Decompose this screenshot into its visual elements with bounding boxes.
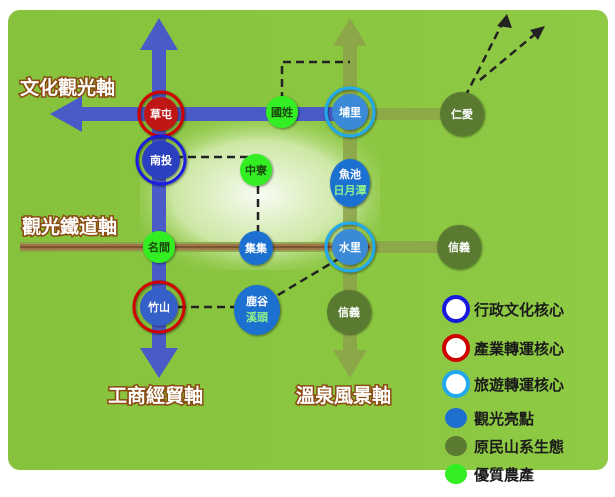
node-lugu: 鹿谷 溪頭 — [234, 285, 280, 335]
node-zhuoshan: 竹山 — [132, 280, 186, 334]
node-ren-ai-label: 仁愛 — [451, 107, 473, 121]
node-nantou-label: 南投 — [150, 153, 172, 167]
node-yuchi-label: 魚池 — [339, 167, 361, 181]
node-jiji: 集集 — [239, 231, 273, 265]
node-xinyi-south: 信義 — [327, 290, 371, 334]
node-puli-label: 埔里 — [339, 105, 361, 119]
node-caotun-label: 草屯 — [150, 107, 172, 121]
dashed-arrowheads — [497, 14, 545, 40]
node-lugu-label: 鹿谷 — [246, 294, 269, 308]
legend-label: 行政文化核心 — [473, 301, 564, 319]
node-guoxing: 國姓 — [266, 96, 298, 128]
legend-item-agri-products: 優質農產 — [445, 464, 534, 484]
legend-label: 產業轉運核心 — [473, 340, 564, 358]
business-axis-label: 工商經貿軸 — [108, 384, 203, 407]
legend: 行政文化核心 產業轉運核心 旅遊轉運核心 觀光亮點 原民山系生態 優質農產 — [442, 295, 564, 484]
node-sun-moon-lake-label: 日月潭 — [334, 183, 367, 197]
node-xitou-label: 溪頭 — [246, 310, 269, 324]
legend-item-industry-core: 產業轉運核心 — [442, 334, 564, 362]
legend-item-mountain-ecology: 原民山系生態 — [445, 436, 564, 456]
node-caotun: 草屯 — [137, 90, 185, 138]
node-ren-ai: 仁愛 — [440, 92, 484, 136]
node-puli: 埔里 — [324, 86, 376, 138]
axis-labels: 文化觀光軸 觀光鐵道軸 工商經貿軸 溫泉風景軸 — [19, 75, 393, 409]
node-zhuoshan-label: 竹山 — [147, 300, 170, 314]
legend-item-tourism-core: 旅遊轉運核心 — [442, 370, 564, 398]
node-xinyi-south-label: 信義 — [338, 305, 360, 319]
legend-label: 旅遊轉運核心 — [474, 376, 564, 394]
node-nantou: 南投 — [135, 134, 187, 186]
node-shuili-label: 水里 — [339, 240, 361, 254]
nodes-layer: 草屯 南投 竹山 國姓 埔里 仁愛 — [132, 86, 484, 335]
node-zhongliao-label: 中寮 — [245, 163, 268, 177]
node-guoxing-label: 國姓 — [271, 105, 293, 119]
legend-label: 優質農產 — [473, 466, 534, 484]
legend-label: 觀光亮點 — [474, 410, 534, 428]
node-mingjian-label: 名間 — [148, 240, 170, 254]
culture-axis-label: 文化觀光軸 — [20, 76, 115, 99]
legend-label: 原民山系生態 — [474, 438, 564, 456]
node-zhongliao: 中寮 — [240, 154, 272, 186]
hotspring-axis-label: 溫泉風景軸 — [296, 384, 391, 407]
node-jiji-label: 集集 — [244, 241, 268, 255]
railway-axis-label: 觀光鐵道軸 — [22, 215, 117, 238]
node-xinyi-east: 信義 — [437, 225, 481, 269]
node-mingjian: 名間 — [143, 231, 175, 263]
node-shuili: 水里 — [324, 221, 376, 273]
node-yuchi: 魚池 日月潭 — [330, 159, 370, 207]
legend-item-admin-core: 行政文化核心 — [442, 295, 564, 323]
node-xinyi-east-label: 信義 — [448, 240, 470, 254]
legend-item-tourism-spot: 觀光亮點 — [445, 408, 534, 428]
